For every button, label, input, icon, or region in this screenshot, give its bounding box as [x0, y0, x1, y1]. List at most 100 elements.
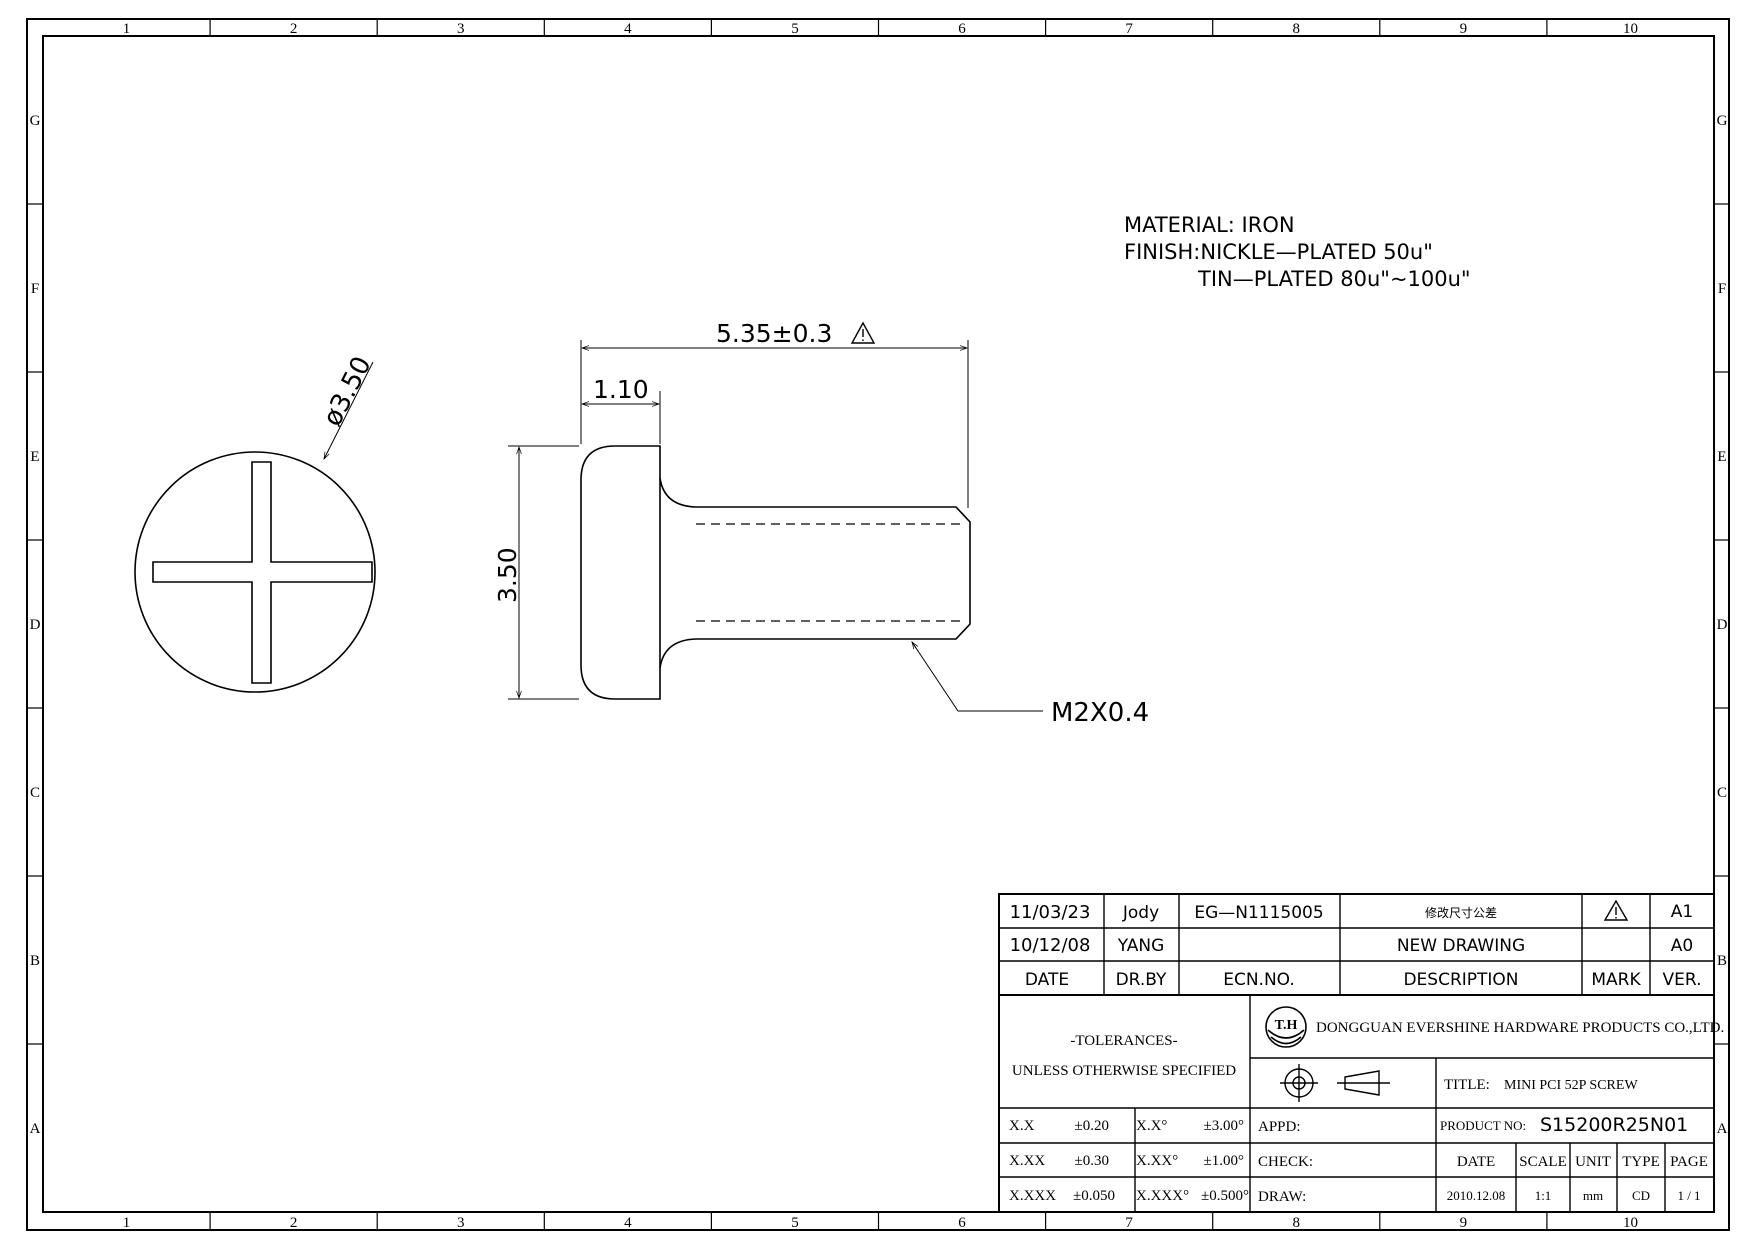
header-scale: SCALE: [1519, 1154, 1567, 1170]
tolerance-row: ±0.500°: [1201, 1188, 1249, 1204]
revision-mark-triangle-icon: [1603, 899, 1629, 921]
overall-length-dim: 5.35±0.3: [716, 319, 832, 348]
screw-head-circle: [134, 451, 376, 693]
zone-label: 4: [624, 21, 632, 37]
title-label: TITLE:: [1444, 1077, 1490, 1093]
material-note: MATERIAL: IRON: [1124, 213, 1295, 237]
material-notes: MATERIAL: IRON FINISH:NICKLE—PLATED 50u"…: [1124, 213, 1471, 291]
tolerance-row: ±3.00°: [1204, 1118, 1244, 1134]
revision-header-mark: MARK: [1591, 970, 1641, 990]
zone-label: F: [31, 281, 39, 297]
header-type: TYPE: [1622, 1154, 1660, 1170]
zone-label: 5: [791, 1215, 799, 1231]
dimension-texts: 5.35±0.3 1.10 3.50 M2X0.4: [493, 319, 1149, 728]
revision-row: EG—N1115005: [1194, 903, 1323, 923]
title-block-grid: [998, 893, 1715, 1213]
revision-row: NEW DRAWING: [1397, 936, 1525, 956]
phillips-cross-recess: [152, 461, 373, 684]
screw-side-view: [580, 445, 971, 700]
revision-row: A0: [1671, 936, 1693, 956]
revision-row: 11/03/23: [1010, 902, 1091, 923]
head-fillet-bottom: [659, 638, 697, 669]
header-unit: UNIT: [1575, 1154, 1611, 1170]
zone-label: C: [30, 785, 40, 801]
zone-label: E: [30, 449, 39, 465]
revision-header-by: DR.BY: [1116, 970, 1167, 990]
zone-label: 3: [457, 21, 465, 37]
screw-shank: [696, 506, 971, 640]
value-date: 2010.12.08: [1447, 1188, 1506, 1203]
revision-header-date: DATE: [1025, 970, 1069, 990]
zone-label: 9: [1460, 21, 1468, 37]
zone-label: 5: [791, 21, 799, 37]
tolerances-subtitle: UNLESS OTHERWISE SPECIFIED: [1012, 1063, 1236, 1079]
zone-label: 10: [1623, 1215, 1638, 1231]
value-unit: mm: [1583, 1188, 1603, 1203]
head-diameter-leader: [323, 361, 374, 460]
head-diameter-dim: ø3.50: [318, 352, 378, 431]
zone-label: E: [1717, 449, 1726, 465]
zone-label: F: [1718, 281, 1726, 297]
revision-row: 修改尺寸公差: [1425, 905, 1497, 920]
head-height-dim: 1.10: [593, 375, 649, 404]
tolerance-row: ±1.00°: [1204, 1153, 1244, 1169]
outer-frame: [26, 18, 1730, 1231]
company-name: DONGGUAN EVERSHINE HARDWARE PRODUCTS CO.…: [1316, 1020, 1724, 1036]
tolerances-title: -TOLERANCES-: [1070, 1033, 1177, 1049]
value-scale: 1:1: [1535, 1188, 1552, 1203]
finish-note-2: TIN—PLATED 80u"~100u": [1197, 267, 1471, 291]
thread-leader: [911, 641, 1043, 712]
zone-label: B: [30, 953, 40, 969]
revision-row: 10/12/08: [1010, 935, 1091, 956]
zone-label: 7: [1125, 1215, 1133, 1231]
projection-symbol-icon: [1280, 1064, 1390, 1102]
title-value: MINI PCI 52P SCREW: [1504, 1078, 1638, 1093]
revision-header-description: DESCRIPTION: [1403, 970, 1518, 990]
tolerance-row: ±0.050: [1073, 1188, 1115, 1204]
finish-note: FINISH:NICKLE—PLATED 50u": [1124, 240, 1433, 264]
zone-label: 9: [1460, 1215, 1468, 1231]
revision-table: 11/03/23 Jody EG—N1115005 修改尺寸公差 A1 10/1…: [1010, 902, 1702, 990]
dimension-lines: [508, 340, 1043, 712]
zone-label: 2: [290, 1215, 298, 1231]
zone-label: 4: [624, 1215, 632, 1231]
revision-header-ver: VER.: [1663, 970, 1702, 990]
zone-label: D: [30, 617, 41, 633]
head-width-dim: 3.50: [493, 547, 522, 603]
value-type: CD: [1632, 1188, 1650, 1203]
zone-label: 10: [1623, 21, 1638, 37]
value-page: 1 / 1: [1677, 1188, 1700, 1203]
zone-label: A: [1717, 1121, 1728, 1137]
tolerance-row: X.XX: [1009, 1153, 1045, 1169]
revision-row: YANG: [1117, 936, 1165, 956]
zone-label: 3: [457, 1215, 465, 1231]
zone-label: 6: [958, 1215, 966, 1231]
zone-label: 2: [290, 21, 298, 37]
head-fillet-top: [659, 477, 697, 508]
revision-row: Jody: [1122, 903, 1159, 923]
product-number: S15200R25N01: [1540, 1114, 1688, 1136]
screw-head-profile: [580, 445, 661, 700]
header-page: PAGE: [1670, 1154, 1708, 1170]
zone-label: 8: [1293, 1215, 1301, 1231]
zone-label: 1: [123, 1215, 131, 1231]
zone-label: 6: [958, 21, 966, 37]
zone-label: A: [30, 1121, 41, 1137]
zone-label: B: [1717, 953, 1727, 969]
zone-label: 7: [1125, 21, 1133, 37]
tolerance-row: X.XXX: [1009, 1188, 1056, 1204]
tolerance-row: ±0.20: [1075, 1118, 1109, 1134]
tolerance-row: X.XXX°: [1136, 1188, 1189, 1204]
zone-label: G: [1717, 113, 1728, 129]
zone-label: G: [30, 113, 41, 129]
header-date: DATE: [1457, 1154, 1495, 1170]
zone-label: 1: [123, 21, 131, 37]
tolerance-row: ±0.30: [1075, 1153, 1109, 1169]
zone-label: D: [1717, 617, 1728, 633]
zone-label: 8: [1293, 21, 1301, 37]
thread-leader-arrow: [911, 641, 919, 650]
revision-row: A1: [1671, 902, 1693, 922]
company-logo: T.H: [1265, 1006, 1307, 1048]
